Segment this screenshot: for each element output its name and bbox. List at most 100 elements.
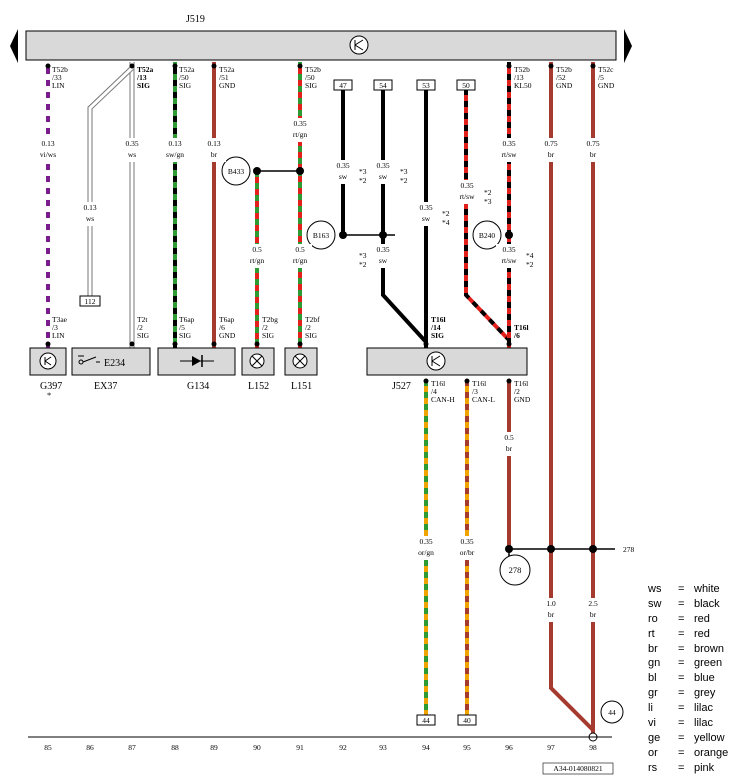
svg-text:B433: B433 <box>228 167 245 176</box>
legend-color-name: orange <box>694 746 729 759</box>
terminal-box-44: 44 <box>416 714 436 726</box>
j519-control-unit-bar <box>25 30 617 61</box>
legend-equals: = <box>678 612 685 625</box>
mark-95: *2*3 <box>484 188 492 206</box>
terminal-box-112: 112 <box>79 295 101 307</box>
connector-dots <box>45 63 597 553</box>
legend-row: gn=green <box>648 656 732 671</box>
legend-equals: = <box>678 761 685 774</box>
mark-93: *3*2 <box>400 167 408 185</box>
legend-row: rt=red <box>648 627 732 642</box>
triangle-left-icon[interactable] <box>10 29 18 63</box>
legend-color-name: white <box>694 583 720 595</box>
terminal-box-53: 53 <box>416 79 436 91</box>
ex37-label: EX37 <box>94 381 117 392</box>
svg-text:B240: B240 <box>479 231 496 240</box>
svg-text:*: * <box>47 390 51 400</box>
legend-code: sw <box>648 597 662 610</box>
legend-row: vi=lilac <box>648 716 732 731</box>
legend-color-name: pink <box>694 761 715 774</box>
track-number: 92 <box>339 743 347 752</box>
legend-row: or=orange <box>648 746 732 761</box>
wire-97 <box>549 62 595 732</box>
component-j527: J527 <box>366 347 528 392</box>
connection-b240: B240 <box>472 220 502 250</box>
legend-row: ws=white <box>648 582 732 597</box>
mark-92: *3*2 <box>359 167 367 185</box>
legend-row: bl=blue <box>648 671 732 686</box>
legend-code: li <box>648 702 653 715</box>
svg-text:44: 44 <box>422 716 430 725</box>
svg-text:L152: L152 <box>248 381 269 392</box>
legend-code: or <box>648 746 658 759</box>
svg-text:G397: G397 <box>40 381 62 392</box>
svg-text:A34-014080821: A34-014080821 <box>553 764 602 773</box>
svg-text:112: 112 <box>85 297 96 306</box>
connection-44: 44 <box>600 700 624 724</box>
svg-text:278: 278 <box>509 565 522 575</box>
svg-text:54: 54 <box>379 81 387 90</box>
legend-equals: = <box>678 642 685 655</box>
component-g134: G134 <box>157 347 236 392</box>
legend-code: br <box>648 642 658 655</box>
legend-code: ge <box>648 731 661 744</box>
legend-code: ws <box>648 583 662 595</box>
svg-text:47: 47 <box>339 81 347 90</box>
triangle-right-icon[interactable] <box>624 29 632 63</box>
legend-row: sw=black <box>648 597 732 612</box>
track-number: 89 <box>210 743 218 752</box>
track-number: 96 <box>505 743 513 752</box>
svg-text:J527: J527 <box>392 381 411 392</box>
bulb-icon <box>292 353 308 369</box>
legend-row: ge=yellow <box>648 731 732 746</box>
connection-278: 278 <box>499 554 531 586</box>
legend-equals: = <box>678 672 685 685</box>
diode-icon <box>180 355 214 367</box>
legend-color-name: black <box>694 597 720 610</box>
svg-text:2.5br: 2.5br <box>588 599 598 619</box>
svg-text:44: 44 <box>608 708 616 717</box>
legend-code: gn <box>648 657 661 670</box>
svg-text:0.5rt/gn: 0.5rt/gn <box>293 245 307 265</box>
legend-equals: = <box>678 627 685 640</box>
legend-color-name: lilac <box>694 702 713 715</box>
legend-row: ro=red <box>648 612 732 627</box>
terminal-box-54: 54 <box>373 79 393 91</box>
